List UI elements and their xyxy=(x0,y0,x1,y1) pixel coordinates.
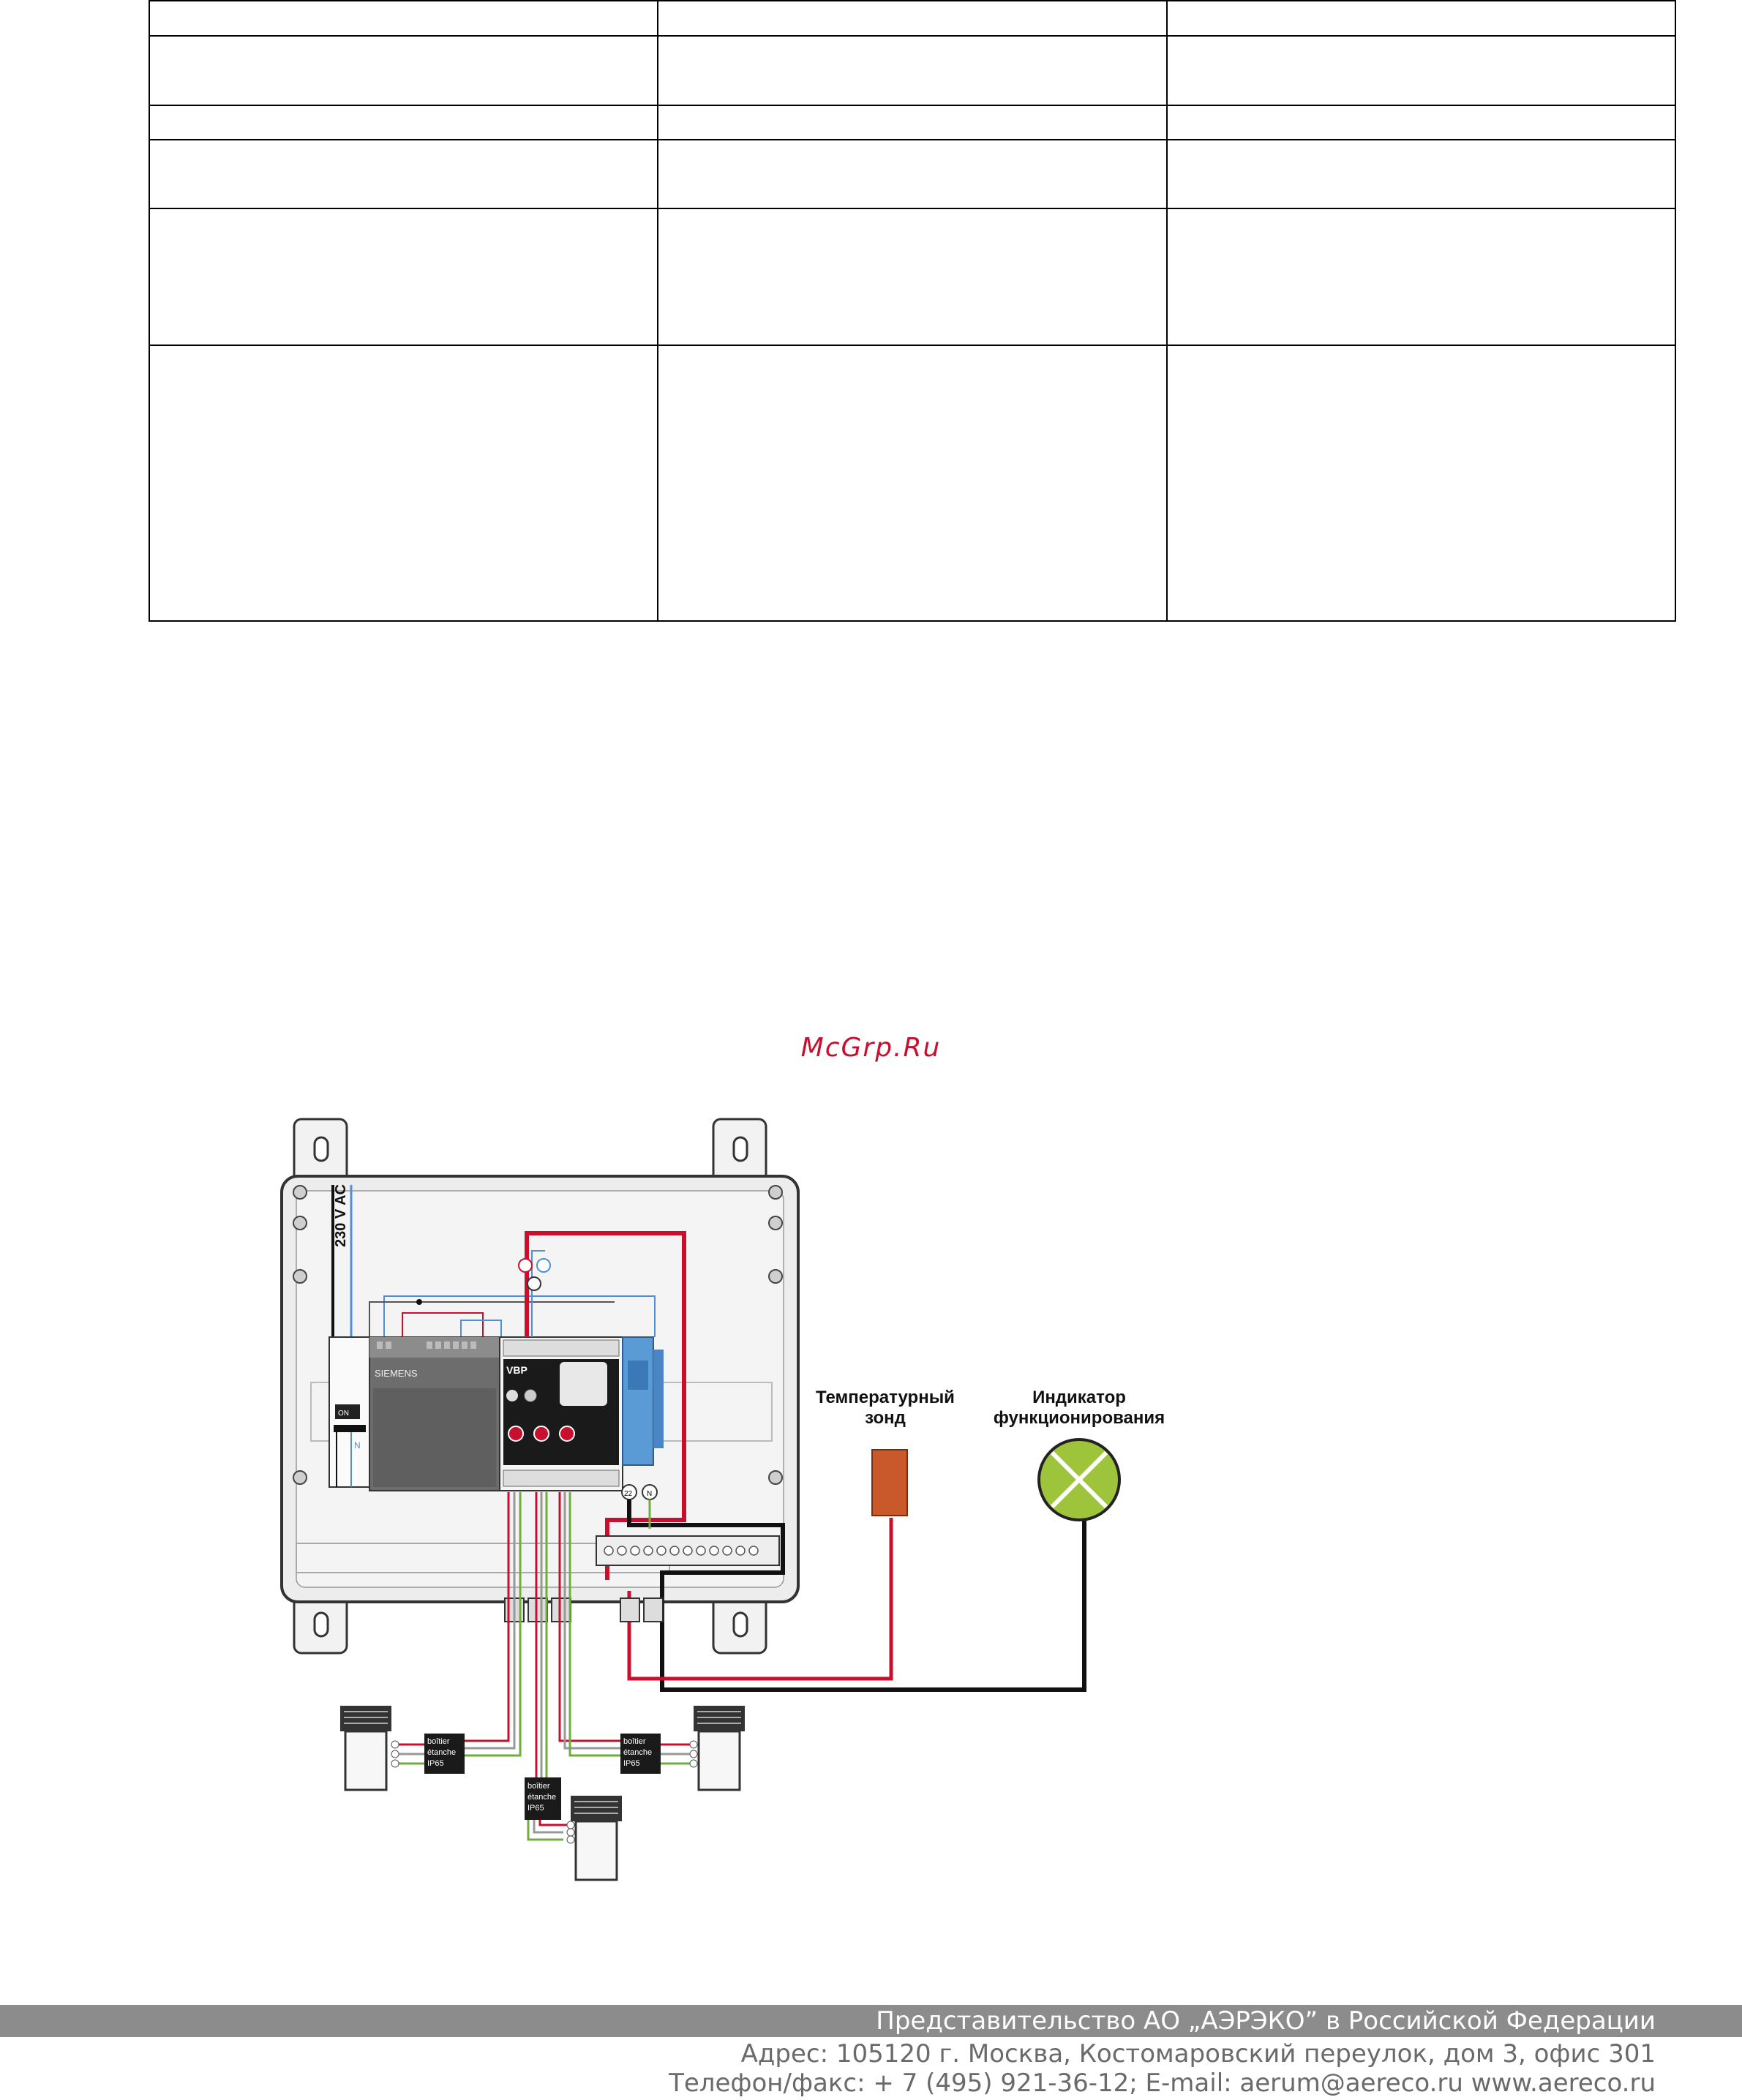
indicator-lamp-icon xyxy=(1037,1438,1121,1521)
table-cell xyxy=(657,208,1168,346)
table-row xyxy=(148,345,1677,622)
table-cell xyxy=(1165,0,1677,37)
table-row xyxy=(148,105,1677,140)
fan-unit-icon-right xyxy=(689,1706,745,1791)
table-row xyxy=(148,0,1677,37)
footer-contacts: Телефон/факс: + 7 (495) 921-36-12; E-mai… xyxy=(669,2069,1656,2098)
table-cell xyxy=(1165,35,1677,106)
indicator-label-2: функционирования xyxy=(994,1408,1165,1428)
table-row xyxy=(148,35,1677,106)
contactor xyxy=(622,1336,654,1466)
svg-text:ON: ON xyxy=(338,1410,349,1418)
table-cell xyxy=(148,345,659,622)
svg-text:étanche: étanche xyxy=(427,1748,456,1757)
fan-unit-icon-bottom xyxy=(566,1796,622,1881)
svg-text:boîtier: boîtier xyxy=(528,1782,550,1791)
table-cell xyxy=(1165,208,1677,346)
potentiometer-icons xyxy=(508,1426,575,1442)
table-cell xyxy=(1165,345,1677,622)
vbp-module-label: VBP xyxy=(506,1364,528,1376)
temperature-probe-icon xyxy=(871,1449,908,1516)
table-cell xyxy=(1165,139,1677,209)
svg-text:IP65: IP65 xyxy=(427,1759,444,1768)
table-cell xyxy=(148,139,659,209)
svg-text:N: N xyxy=(647,1490,652,1498)
table-row xyxy=(148,139,1677,209)
table-cell xyxy=(657,35,1168,106)
svg-text:boîtier: boîtier xyxy=(623,1737,646,1746)
footer-title: Представительство АО „АЭРЭКО” в Российск… xyxy=(876,2006,1656,2036)
svg-text:22: 22 xyxy=(624,1490,633,1498)
svg-text:IP65: IP65 xyxy=(623,1759,640,1768)
watermark: McGrp.Ru xyxy=(800,1033,942,1063)
table-cell xyxy=(657,139,1168,209)
svg-text:N: N xyxy=(354,1440,361,1450)
indicator-label: Индикатор xyxy=(1032,1388,1126,1407)
plc-brand-label: SIEMENS xyxy=(375,1368,418,1379)
svg-text:IP65: IP65 xyxy=(528,1804,544,1813)
table-cell xyxy=(657,345,1168,622)
screw-icons xyxy=(293,1185,783,1485)
table-cell xyxy=(148,0,659,37)
table-cell xyxy=(148,105,659,140)
junction-box-left: boîtier étanche IP65 xyxy=(424,1734,465,1774)
table-cell xyxy=(1165,105,1677,140)
table-cell xyxy=(148,35,659,106)
footer-band: Представительство АО „АЭРЭКО” в Российск… xyxy=(0,2005,1742,2037)
footer-address: Адрес: 105120 г. Москва, Костомаровский … xyxy=(740,2039,1656,2069)
svg-text:boîtier: boîtier xyxy=(427,1737,450,1746)
svg-text:étanche: étanche xyxy=(623,1748,652,1757)
junction-box-right: boîtier étanche IP65 xyxy=(620,1734,661,1774)
mounting-lugs xyxy=(293,1118,767,1655)
table-cell xyxy=(148,208,659,346)
temp-probe-label: Температурный xyxy=(816,1388,955,1407)
fan-unit-icon-left xyxy=(340,1706,399,1791)
table-cell xyxy=(657,0,1168,37)
junction-box-center: boîtier étanche IP65 xyxy=(525,1777,561,1820)
wiring-diagram: 230 V AC ON N SIEMENS VBP 22 N xyxy=(280,1118,1165,1881)
table-cell xyxy=(657,105,1168,140)
svg-text:étanche: étanche xyxy=(528,1793,556,1802)
supply-label: 230 V AC xyxy=(333,1184,349,1247)
empty-table xyxy=(148,0,1677,622)
table-row xyxy=(148,208,1677,346)
temp-probe-label-2: зонд xyxy=(865,1408,906,1428)
